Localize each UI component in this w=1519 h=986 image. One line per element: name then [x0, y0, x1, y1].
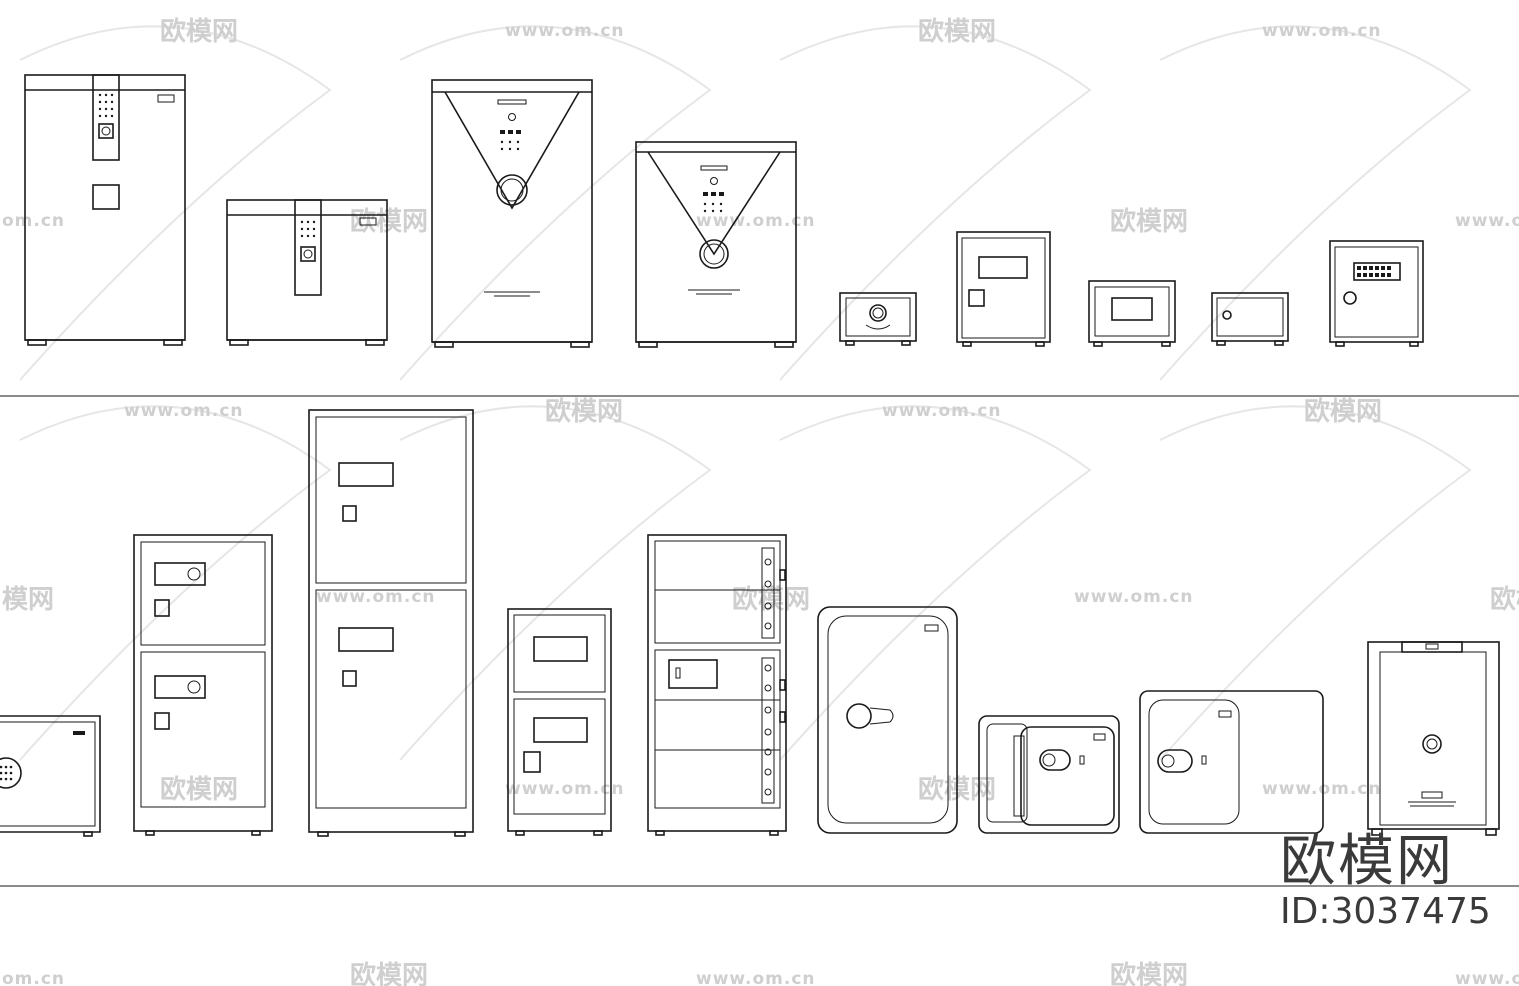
safe-elevation-b1	[0, 715, 101, 837]
watermark-brand: 欧模网	[160, 774, 238, 805]
watermark-brand: 欧模网	[1490, 584, 1519, 615]
watermark-brand: 欧模网	[1110, 206, 1188, 237]
watermark-url: om.cn	[2, 211, 65, 231]
brand-id: ID:3037475	[1280, 891, 1491, 932]
safe-elevation-8	[1211, 292, 1289, 346]
watermark-brand: 欧模网	[545, 396, 623, 427]
watermark-url: www.om.cn	[505, 21, 625, 41]
safe-elevation-b7	[978, 715, 1120, 834]
watermark-brand: 欧模网	[350, 960, 428, 986]
keypad-icon	[500, 130, 521, 151]
brand-name: 欧模网	[1280, 829, 1454, 894]
safe-elevation-b2	[133, 534, 273, 836]
watermark-url: www.om.cn	[505, 779, 625, 799]
watermark-texts: 欧模网 www.om.cn 欧模网 www.om.cn om.cn 欧模网 ww…	[2, 16, 1519, 986]
watermark-url: www.om.cn	[1455, 211, 1519, 231]
keypad-icon	[0, 765, 13, 781]
watermark-brand: 模网	[2, 585, 54, 615]
safe-elevation-7	[1088, 280, 1176, 347]
hinge-bolts	[761, 547, 786, 804]
safe-elevation-4	[635, 141, 797, 348]
watermark-brand: 欧模网	[918, 16, 996, 47]
safe-elevation-3	[431, 79, 593, 348]
keypad-icon	[703, 192, 724, 213]
watermark-url: www.om.cn	[696, 969, 816, 986]
keypad-icon	[300, 220, 316, 238]
safe-elevation-5	[839, 292, 917, 346]
safe-elevation-b5	[647, 534, 787, 836]
safe-elevation-b6	[817, 606, 958, 834]
watermark-arcs	[19, 25, 1472, 761]
watermark-url: www.om.cn	[124, 401, 244, 421]
safe-elevation-2	[226, 199, 388, 346]
watermark-brand: 欧模网	[732, 584, 810, 615]
safe-elevation-b4	[507, 608, 612, 836]
safe-elevation-b9	[1367, 641, 1500, 836]
safe-elevation-b3	[308, 409, 474, 837]
watermark-brand: 欧模网	[160, 16, 238, 47]
watermark-url: www.om.cn	[1262, 21, 1382, 41]
keypad-icon	[1357, 266, 1391, 277]
safe-elevation-1	[24, 74, 186, 346]
watermark-brand: 欧模网	[1110, 960, 1188, 986]
safe-elevation-b8	[1139, 690, 1324, 834]
brand-block: 欧模网 ID:3037475	[1280, 829, 1491, 932]
watermark-url: www.om.cn	[316, 587, 436, 607]
watermark-url: www.om.cn	[696, 211, 816, 231]
watermark-url: om.cn	[2, 969, 65, 986]
safe-elevation-9	[1329, 240, 1424, 347]
watermark-brand: 欧模网	[1304, 396, 1382, 427]
safe-elevation-6	[956, 231, 1051, 347]
watermark-brand: 欧模网	[350, 206, 428, 237]
watermark-url: www.om.cn	[1455, 969, 1519, 986]
keypad-icon	[98, 93, 114, 118]
watermark-url: www.om.cn	[1074, 587, 1194, 607]
watermark-url: www.om.cn	[1262, 779, 1382, 799]
watermark-url: www.om.cn	[882, 401, 1002, 421]
